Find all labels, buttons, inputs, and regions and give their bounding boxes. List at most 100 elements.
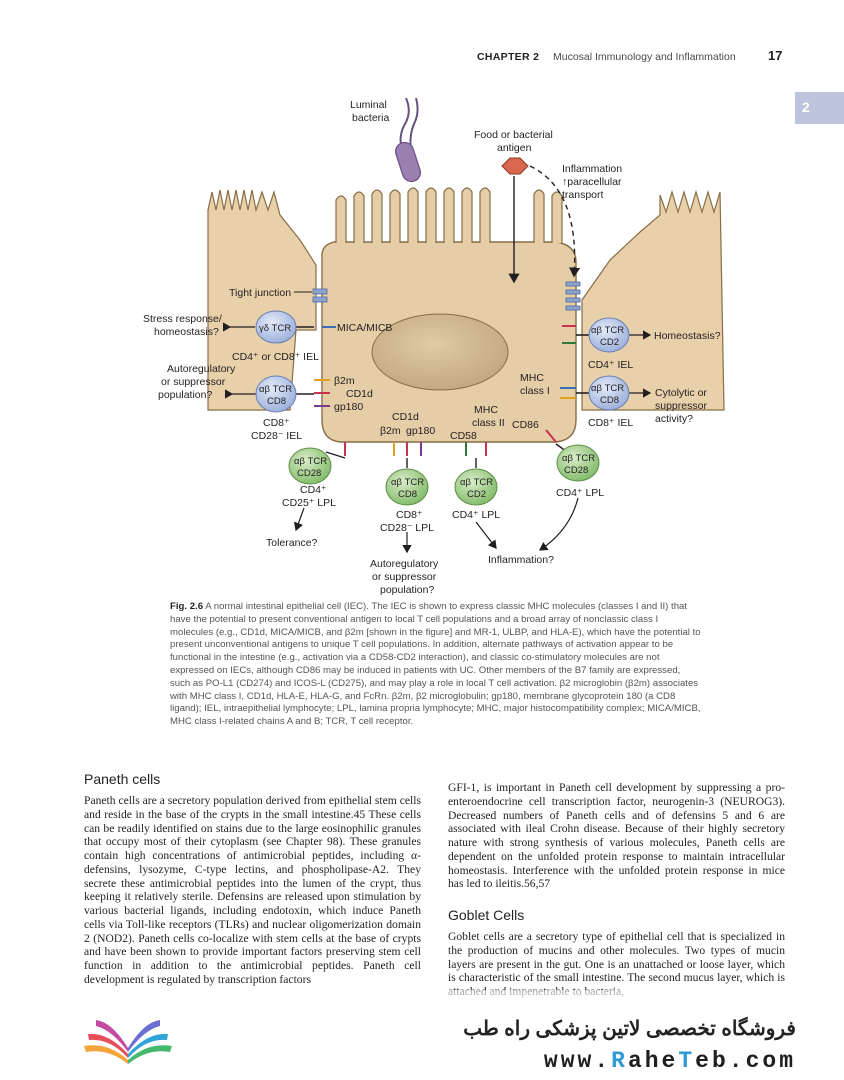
label-tolerance: Tolerance? xyxy=(266,537,318,549)
label-cd1d-2: CD1d xyxy=(392,411,419,423)
tcell-cd2-iel-right xyxy=(576,317,652,353)
label-autoreg-bottom-3: population? xyxy=(380,584,434,596)
label-abtcr-1: αβ TCR xyxy=(259,384,292,395)
tight-junction-right xyxy=(565,281,581,311)
site-ahe: ahe xyxy=(627,1048,679,1074)
running-header: CHAPTER 2 Mucosal Immunology and Inflamm… xyxy=(0,48,844,68)
label-autoreg-bottom-1: Autoregulatory xyxy=(370,558,439,570)
label-cd4-iel: CD4⁺ IEL xyxy=(588,359,633,371)
label-cd4-cd8-iel: CD4⁺ or CD8⁺ IEL xyxy=(232,351,319,363)
site-suffix: .com xyxy=(728,1048,796,1074)
label-stress-2: homeostasis? xyxy=(154,326,219,338)
label-cd8-iel: CD8⁺ IEL xyxy=(588,417,633,429)
label-luminal-1: Luminal xyxy=(350,99,387,111)
site-url: www.RaheTeb.com xyxy=(430,1048,796,1074)
label-food-1: Food or bacterial xyxy=(474,129,553,141)
label-gd-tcr: γδ TCR xyxy=(259,323,291,334)
label-cd86: CD86 xyxy=(512,419,539,431)
paneth-text: Paneth cells are a secretory population … xyxy=(84,794,421,986)
label-stress-1: Stress response/ xyxy=(143,313,222,325)
label-cytolytic-1: Cytolytic or xyxy=(655,387,707,399)
neighbour-cells xyxy=(207,189,725,411)
label-tight-junction: Tight junction xyxy=(229,287,291,299)
caption-label: Fig. 2.6 xyxy=(170,601,204,612)
microvilli xyxy=(335,187,563,243)
heading-goblet-cells: Goblet Cells xyxy=(448,907,525,923)
label-b2m-2: β2m xyxy=(380,425,401,437)
label-cd8-2: CD8 xyxy=(600,395,619,406)
page-number: 17 xyxy=(768,48,783,63)
label-abtcr-3: αβ TCR xyxy=(591,383,624,394)
label-abtcr-6: αβ TCR xyxy=(460,477,493,488)
tcell-cd8-iel-right xyxy=(576,375,652,411)
label-cd8-1: CD8 xyxy=(267,396,286,407)
label-cd8-cd28-lpl-2: CD28⁻ LPL xyxy=(380,522,434,534)
label-cd4-lpl-2: CD4⁺ LPL xyxy=(556,487,604,499)
chapter-title: Mucosal Immunology and Inflammation xyxy=(553,51,736,63)
label-autoreg-left-3: population? xyxy=(158,389,212,401)
label-food-2: antigen xyxy=(497,142,532,154)
tcell-gd-iel xyxy=(222,310,314,344)
site-prefix: www. xyxy=(543,1048,612,1074)
label-cd28-1: CD28 xyxy=(297,468,321,479)
lpl-cd2 xyxy=(454,458,498,549)
nucleus xyxy=(371,313,509,391)
lpl-cd28-right xyxy=(539,443,600,551)
label-mica: MICA/MICB xyxy=(337,322,392,334)
label-luminal-2: bacteria xyxy=(352,112,390,124)
label-inflam-2: ↑paracellular xyxy=(562,176,622,188)
label-abtcr-2: αβ TCR xyxy=(591,325,624,336)
label-mhc1-2: class I xyxy=(520,385,550,397)
label-inflam-1: Inflammation xyxy=(562,163,622,175)
label-inflam-3: transport xyxy=(562,189,604,201)
label-mhc1-1: MHC xyxy=(520,372,544,384)
label-mhc2-1: MHC xyxy=(474,404,498,416)
label-homeostasis: Homeostasis? xyxy=(654,330,721,342)
label-autoreg-bottom-2: or suppressor xyxy=(372,571,437,583)
label-cd2-1: CD2 xyxy=(600,337,619,348)
surface-molecules xyxy=(314,325,576,456)
label-cd8-cd28-iel-1: CD8⁺ xyxy=(263,417,290,429)
lpl-cd8 xyxy=(385,458,429,554)
label-cd4-cd25-2: CD25⁺ LPL xyxy=(282,497,336,509)
caption-text: A normal intestinal epithelial cell (IEC… xyxy=(170,601,701,728)
figure-intestinal-epithelial-cell: Luminal bacteria Food or bacterial antig… xyxy=(143,97,725,596)
goblet-paragraph: Goblet cells are a secretory type of epi… xyxy=(448,930,785,999)
figure-caption: Fig. 2.6 A normal intestinal epithelial … xyxy=(170,601,702,729)
antigen-icon xyxy=(501,157,529,175)
figure-labels: Luminal bacteria Food or bacterial antig… xyxy=(143,99,721,596)
epithelial-cell xyxy=(321,187,577,443)
label-abtcr-7: αβ TCR xyxy=(562,453,595,464)
side-tab-number: 2 xyxy=(802,99,810,115)
paneth-continued-paragraph: GFI-1, is important in Paneth cell devel… xyxy=(448,781,785,891)
site-t: T xyxy=(678,1048,696,1074)
label-abtcr-5: αβ TCR xyxy=(391,477,424,488)
label-cd8-cd28-iel-2: CD28⁻ IEL xyxy=(251,430,302,442)
label-gp180-2: gp180 xyxy=(406,425,435,437)
label-cd58: CD58 xyxy=(450,430,477,442)
book-logo-icon xyxy=(84,1020,172,1064)
bacteria-icon xyxy=(395,97,421,183)
label-cytolytic-2: suppressor xyxy=(655,400,707,412)
label-cd8-3: CD8 xyxy=(398,489,417,500)
goblet-text: Goblet cells are a secretory type of epi… xyxy=(448,930,785,998)
tight-junction-left xyxy=(312,288,328,303)
label-cd1d-1: CD1d xyxy=(346,388,373,400)
site-r: R xyxy=(611,1048,628,1074)
label-cd28-2: CD28 xyxy=(564,465,588,476)
label-b2m-1: β2m xyxy=(334,375,355,387)
label-autoreg-left-2: or suppressor xyxy=(161,376,226,388)
label-gp180-1: gp180 xyxy=(334,401,363,413)
site-eb: eb xyxy=(695,1048,729,1074)
chapter-label: CHAPTER 2 xyxy=(477,51,540,63)
label-abtcr-4: αβ TCR xyxy=(294,456,327,467)
shop-name: فروشگاه تخصصی لاتین پزشکی راه طب xyxy=(463,1018,796,1040)
label-cd8-cd28-lpl-1: CD8⁺ xyxy=(396,509,423,521)
label-inflammation-q: Inflammation? xyxy=(488,554,554,566)
label-cd4-lpl-1: CD4⁺ LPL xyxy=(452,509,500,521)
lpl-cd28-left xyxy=(288,447,346,532)
label-cd4-cd25-1: CD4⁺ xyxy=(300,484,327,496)
label-mhc2-2: class II xyxy=(472,417,505,429)
chapter-side-tab: 2 xyxy=(795,92,844,124)
tcell-cd8-iel-left xyxy=(224,375,314,413)
